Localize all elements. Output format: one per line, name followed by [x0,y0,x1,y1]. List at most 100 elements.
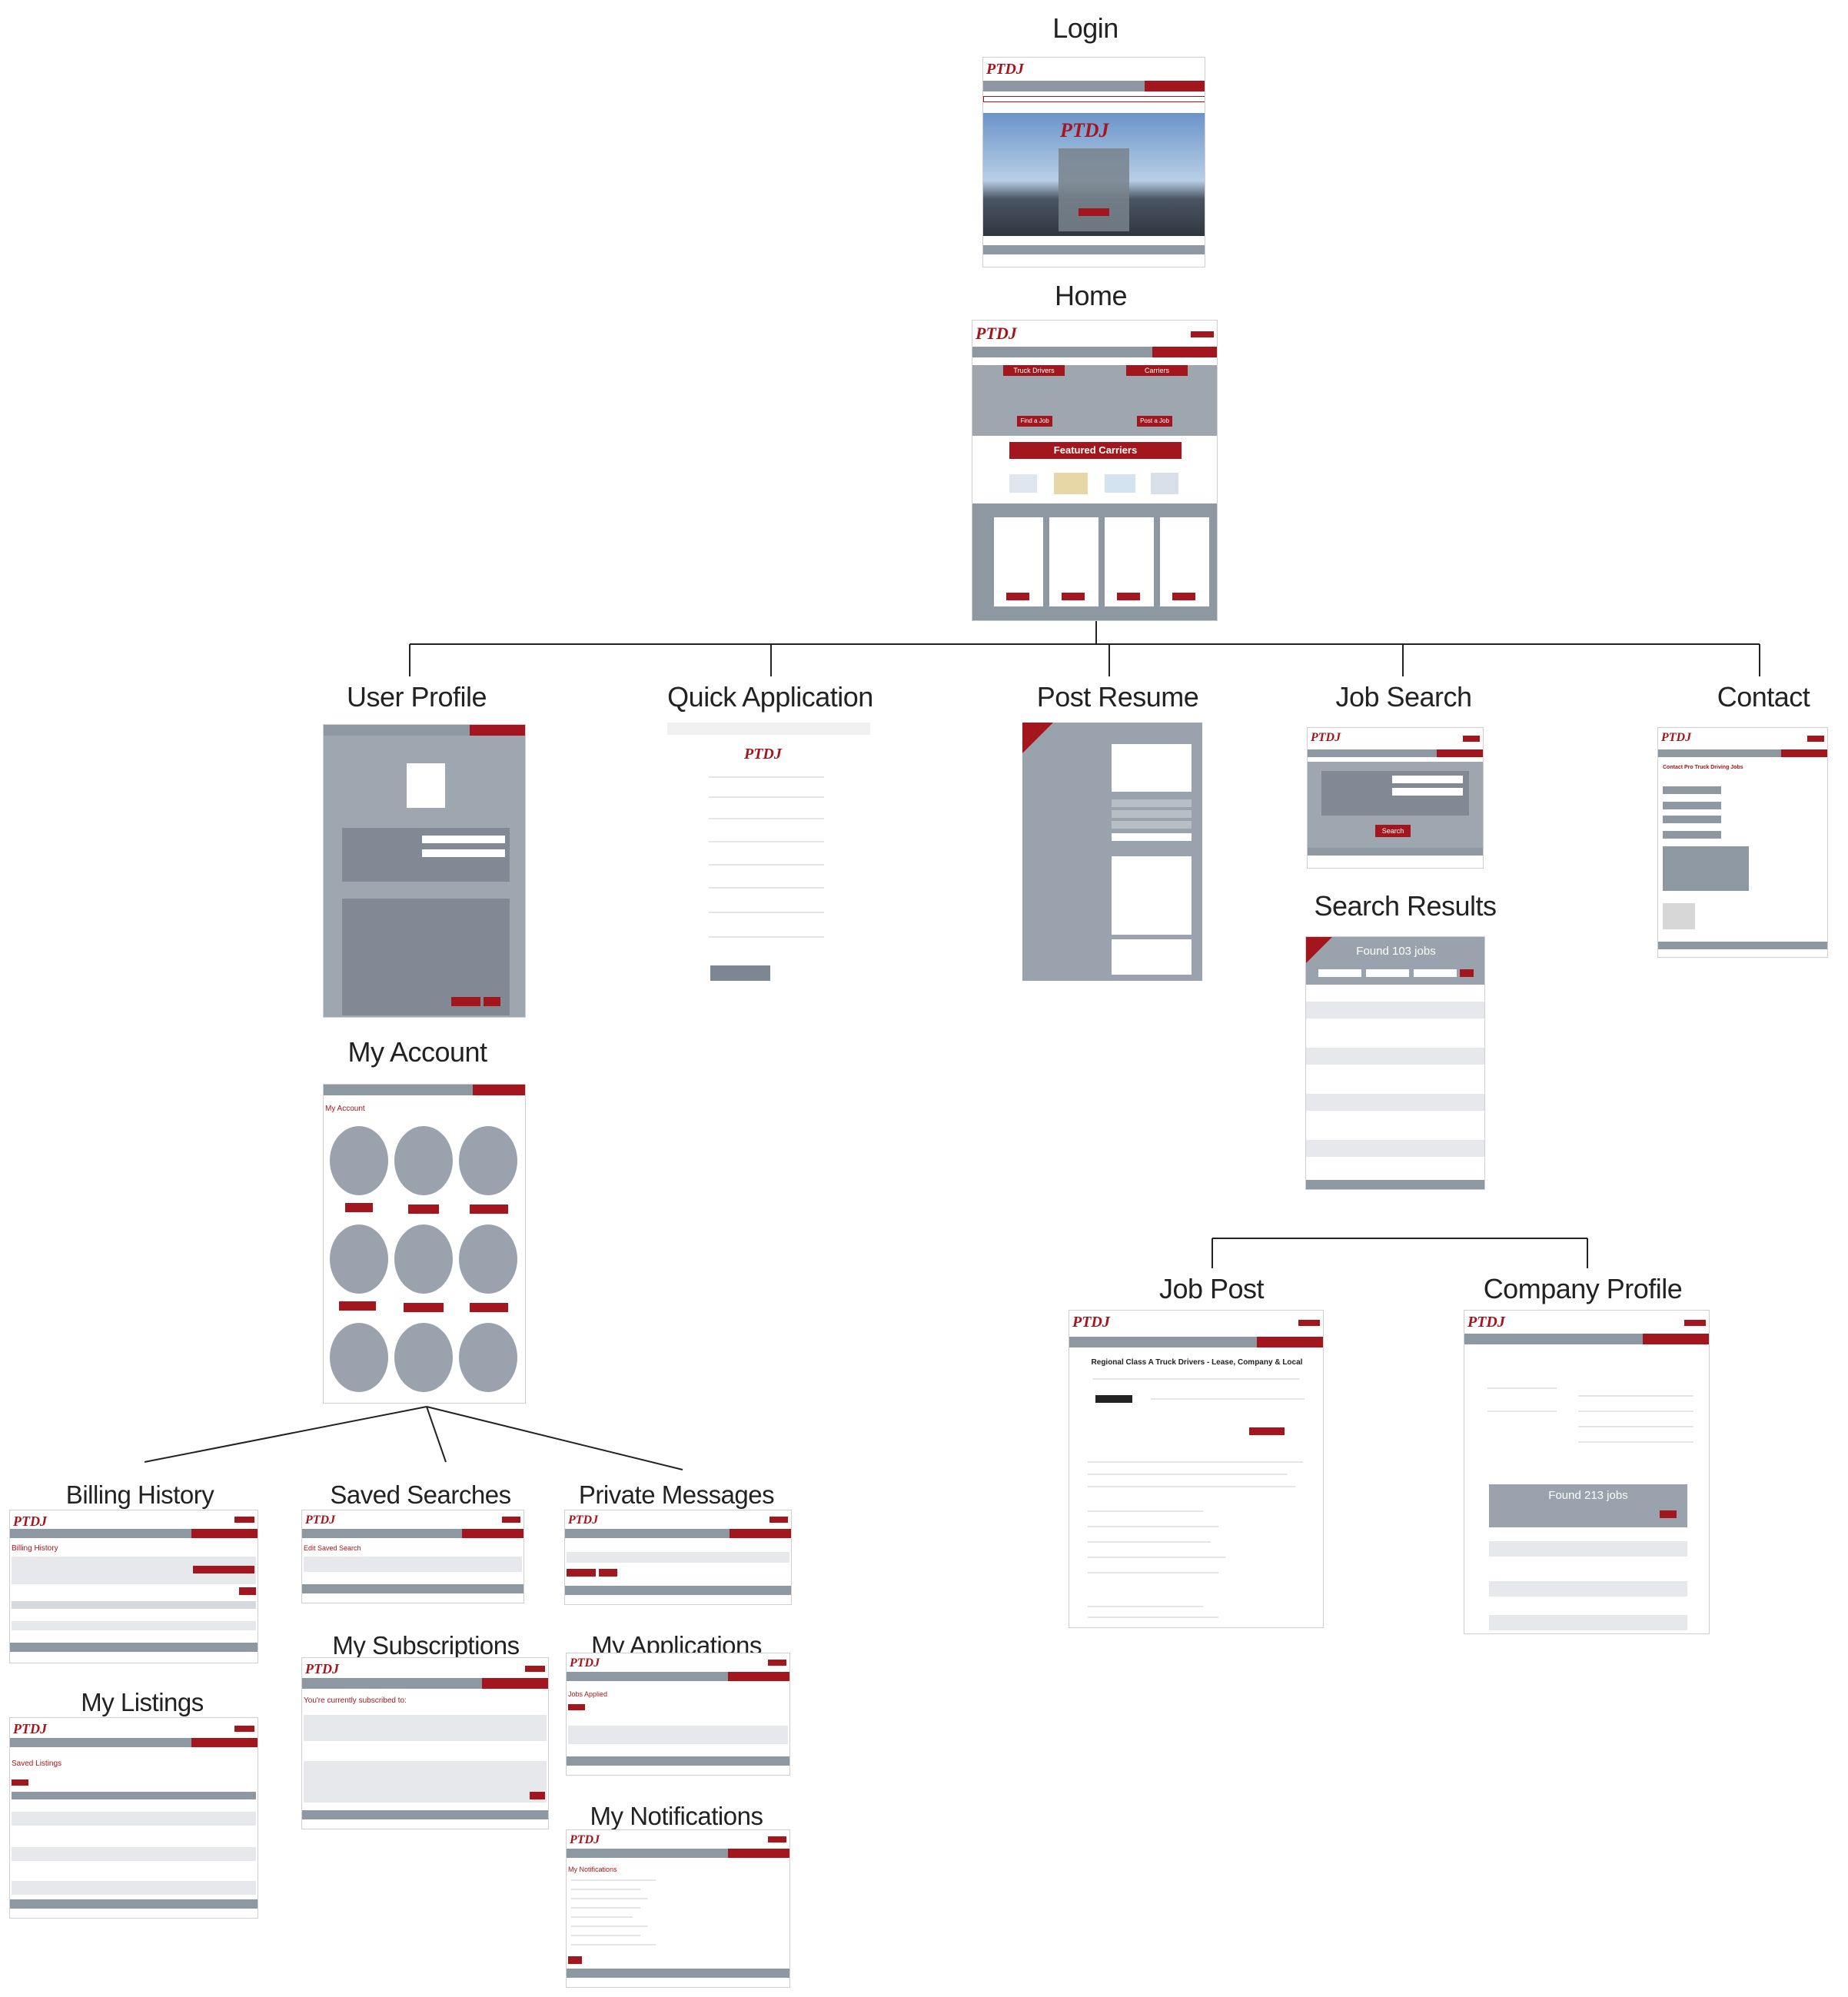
label-quick-application: Quick Application [667,681,873,713]
meta-line [1092,1378,1300,1380]
label-user-profile: User Profile [346,681,487,713]
address-block [342,899,510,1015]
logo: PTDJ [1661,731,1692,744]
notification-line [571,1907,640,1909]
listings-title: Saved Listings [12,1759,62,1768]
label-search-results: Search Results [1314,890,1497,922]
form-line [709,841,824,842]
job-card [1160,517,1209,606]
logout-button [1684,1320,1706,1326]
saved-searches-button [470,1303,508,1312]
billing-title: Billing History [12,1544,58,1553]
select-field [1112,821,1192,829]
thumb-my-account[interactable]: My Account [323,1084,526,1404]
filter-button [1460,969,1474,977]
quick-app-button [462,1529,523,1538]
thumb-post-resume[interactable] [1022,723,1202,981]
featured-carriers-banner: Featured Carriers [1009,442,1182,459]
input-field [1663,831,1721,839]
billing-circle [394,1323,453,1392]
textarea [1112,856,1192,935]
quick-app-button [1781,749,1827,757]
results-count: Found 103 jobs [1356,945,1436,958]
input-field [1392,776,1463,783]
saved-search-title: Edit Saved Search [304,1544,361,1552]
thumb-search-results[interactable]: Found 103 jobs [1305,936,1485,1190]
quick-app-button [191,1529,258,1538]
table-header [12,1601,256,1609]
logo: PTDJ [744,746,782,763]
thumb-contact[interactable]: PTDJ Contact Pro Truck Driving Jobs [1657,727,1828,958]
label-saved-searches: Saved Searches [330,1480,511,1509]
label-my-listings: My Listings [81,1688,204,1716]
thumb-quick-application[interactable]: PTDJ [667,723,870,987]
delete-profile-button [451,997,480,1006]
thumb-company-profile[interactable]: PTDJ Found 213 jobs [1464,1310,1710,1634]
form-line [709,864,824,866]
thumb-home[interactable]: PTDJ Truck Drivers Carriers Find a Job P… [972,320,1218,621]
post-job-button: Post a Job [1137,416,1172,427]
job-card [1049,517,1098,606]
company-logo [1095,1395,1132,1403]
resumes-circle [394,1126,453,1195]
thumb-my-subscriptions[interactable]: PTDJ You're currently subscribed to: [301,1657,549,1829]
logout-button [1298,1320,1320,1326]
logout-button [502,1517,520,1523]
contact-title: Contact Pro Truck Driving Jobs [1663,765,1743,770]
input-field [422,836,505,843]
req-line [1088,1606,1203,1607]
my-profile-button [345,1203,373,1212]
finish-button [530,1792,545,1799]
footer-bar [567,1969,789,1978]
save-button [484,997,500,1006]
quick-app-button [482,1678,548,1689]
save-button [568,1956,582,1964]
thumb-login[interactable]: PTDJ PTDJ [982,57,1205,267]
apply-button [1117,593,1140,600]
logout-button [525,1666,545,1672]
table-row [1489,1541,1687,1557]
desc-line [1088,1541,1211,1543]
logo: PTDJ [305,1661,339,1676]
thumb-my-listings[interactable]: PTDJ Saved Listings [9,1717,258,1919]
thumb-job-search[interactable]: PTDJ Search [1307,727,1484,869]
logo: PTDJ [976,324,1017,343]
table-row [1489,1615,1687,1630]
label-job-search: Job Search [1335,681,1472,713]
thumb-my-notifications[interactable]: PTDJ My Notifications [566,1829,790,1988]
footer-bar [565,1586,791,1595]
truck-drivers-tab: Truck Drivers [1003,365,1065,376]
thumb-job-post[interactable]: PTDJ Regional Class A Truck Drivers - Le… [1069,1310,1324,1628]
desc-line [1088,1461,1303,1463]
thumb-billing-history[interactable]: PTDJ Billing History [9,1510,258,1663]
logo: PTDJ [305,1514,336,1527]
notifications-title: My Notifications [568,1866,617,1873]
info-line [1487,1411,1557,1412]
thumb-my-applications[interactable]: PTDJ Jobs Applied [566,1653,790,1776]
table-row [1306,1048,1484,1065]
select-field [1112,810,1192,818]
input-field [422,849,505,857]
label-job-post: Job Post [1158,1273,1265,1304]
footer-bar [302,1584,523,1593]
label-my-notifications: My Notifications [590,1802,763,1830]
thumb-saved-searches[interactable]: PTDJ Edit Saved Search [301,1510,524,1603]
footer-bar [1306,1180,1484,1189]
label-contact: Contact [1717,681,1810,713]
form-line [709,776,824,778]
subscriptions-table [304,1715,547,1741]
input-list [1112,744,1192,792]
form-line [709,796,824,798]
table [567,1552,789,1563]
table-row [12,1881,256,1895]
table-row [1489,1581,1687,1597]
table-row [12,1847,256,1861]
thumb-private-messages[interactable]: PTDJ [564,1510,792,1605]
results-header [1489,1484,1687,1527]
label-my-subscriptions: My Subscriptions [332,1631,520,1660]
listings-circle [330,1323,388,1392]
footer-bar [567,1756,789,1766]
desc-line [1088,1510,1203,1512]
thumb-user-profile[interactable] [323,724,526,1018]
footer-bar [1308,848,1483,856]
